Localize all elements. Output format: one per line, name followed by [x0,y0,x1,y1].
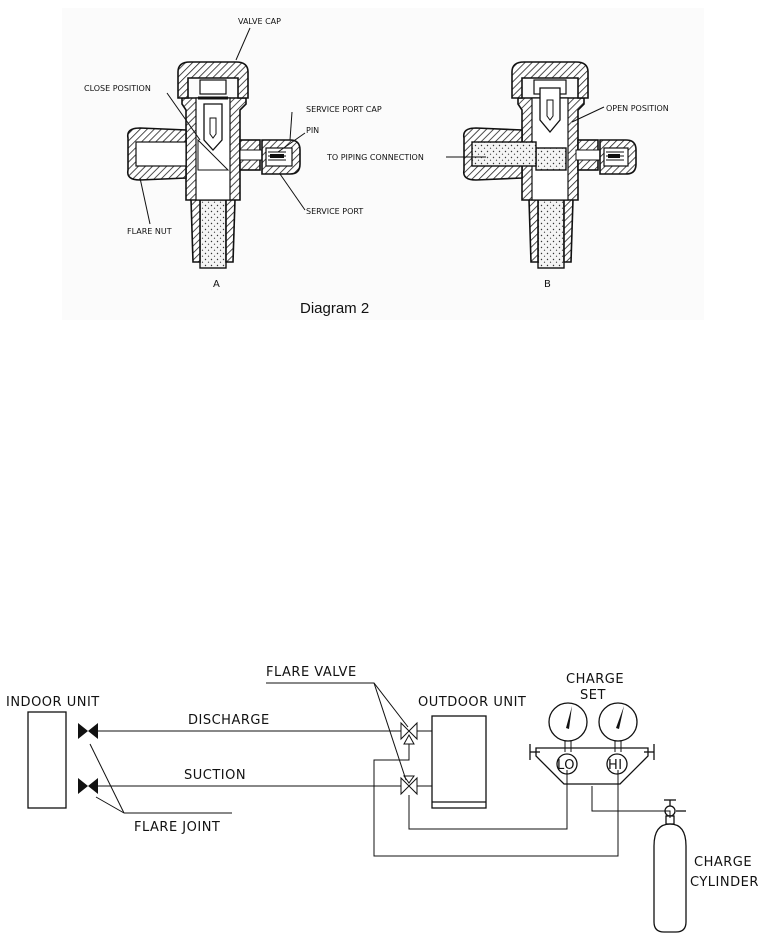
valve-a-labels: VALVE CAP CLOSE POSITION SERVICE PORT CA… [84,17,382,290]
hose-cylinder [591,786,671,818]
charge-set-label-line2: SET [580,688,606,703]
flare-valve-discharge [400,721,418,745]
outdoor-unit-label: OUTDOOR UNIT [418,695,526,710]
label-pin: PIN [306,126,319,135]
charge-set-label-line1: CHARGE [566,672,624,687]
diagram-caption: Diagram 2 [300,300,369,317]
valve-cap-b [511,61,589,99]
flare-valve-suction [400,775,418,796]
label-flare-nut: FLARE NUT [127,227,172,236]
charge-cylinder-label-line1: CHARGE [694,855,752,870]
cylinder-body [653,823,687,933]
discharge-label: DISCHARGE [188,713,270,728]
valve-a-drawing [126,61,301,269]
flare-joint-suction [78,778,98,794]
flare-joint-leader-2 [95,796,125,814]
open-passage-b [535,147,567,171]
flare-joint-label: FLARE JOINT [134,820,220,835]
leader-pin [277,132,306,153]
gauge-hi-port [606,753,628,775]
flare-joint-discharge [78,723,98,739]
manifold-body [535,747,649,785]
leader-open-position [571,106,605,123]
indoor-unit-box [27,711,67,809]
valve-b-labels: OPEN POSITION TO PIPING CONNECTION B [326,104,669,290]
valve-b-drawing [462,61,637,269]
flare-valve-leader-2 [373,682,407,781]
label-service-port: SERVICE PORT [306,207,363,216]
system-diagram: INDOOR UNIT OUTDOOR UNIT DISCHARGE SUCTI… [6,665,759,933]
flare-valve-label: FLARE VALVE [266,665,357,680]
charge-set: LO HI [529,702,655,785]
flare-joint-leader-1 [89,743,125,814]
gauge-hi-dial [598,702,638,742]
leader-flare-nut [139,177,151,225]
valve-stem-b [539,87,561,134]
hose-hi [373,744,619,857]
charge-cylinder [653,799,687,933]
hose-lo [408,770,568,830]
label-close-position: CLOSE POSITION [84,84,151,93]
leader-close-position [166,92,201,141]
valve-stem-a [203,103,223,151]
gauge-lo-port [556,753,578,775]
label-valve-cap: VALVE CAP [238,17,281,26]
label-service-port-cap: SERVICE PORT CAP [306,105,382,114]
label-to-piping-connection: TO PIPING CONNECTION [326,153,424,162]
indoor-unit-label: INDOOR UNIT [6,695,100,710]
gauge-hi-label: HI [608,758,623,773]
label-open-position: OPEN POSITION [606,104,669,113]
gauge-lo-dial [548,702,588,742]
suction-label: SUCTION [184,768,246,783]
valve-diagram: VALVE CAP CLOSE POSITION SERVICE PORT CA… [62,8,704,320]
valve-cap-a [177,61,249,99]
leader-service-port-cap [289,111,293,141]
view-letter-a: A [213,279,220,290]
leader-valve-cap [235,27,251,61]
charge-cylinder-label-line2: CYLINDER [690,875,759,890]
view-letter-b: B [544,279,551,290]
leader-service-port [279,173,306,211]
gauge-lo-label: LO [557,758,575,773]
outdoor-unit-box [431,715,487,809]
